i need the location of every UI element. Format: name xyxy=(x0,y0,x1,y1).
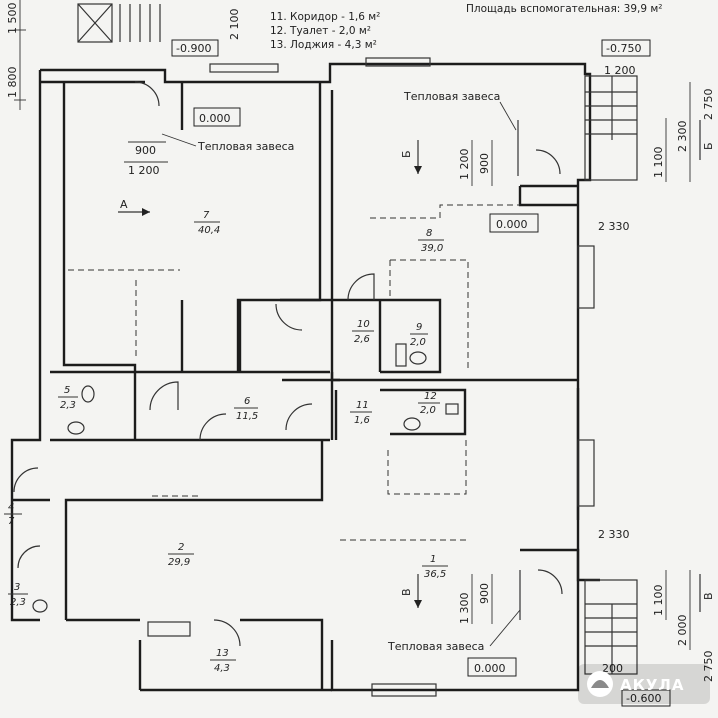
dim-2300: 2 300 xyxy=(676,121,689,153)
room-12-area: 2,0 xyxy=(420,405,436,416)
dim-900-bottom: 900 xyxy=(478,583,491,604)
level-0750: -0.750 xyxy=(606,42,641,55)
room-6-num: 6 xyxy=(244,396,250,407)
dim-1300: 1 300 xyxy=(458,593,471,625)
dim-1200-right: 1 200 xyxy=(604,64,636,77)
room-1-num: 1 xyxy=(430,554,436,565)
stair-right-bottom xyxy=(584,579,638,675)
room-4-area: 7 xyxy=(8,516,15,527)
room-labels: 7 40,4 8 39,0 10 2,6 9 2,0 6 11,5 11 1,6… xyxy=(4,210,448,674)
section-b-1: Б xyxy=(400,150,413,158)
section-v-2: В xyxy=(702,592,715,600)
dim-1500: 1 500 xyxy=(6,3,19,35)
room-8-area: 39,0 xyxy=(421,243,443,254)
dashed-zones xyxy=(68,204,520,541)
doors xyxy=(13,81,563,647)
curtain-label-top-left: Тепловая завеса xyxy=(197,140,294,153)
aux-area-text: Площадь вспомогательная: 39,9 м² xyxy=(466,3,663,15)
dim-2750-bottom: 2 750 xyxy=(702,651,715,683)
header-line-11: 11. Коридор - 1,6 м² xyxy=(270,11,380,23)
outer-walls xyxy=(10,62,600,692)
level-0900: -0.900 xyxy=(176,42,211,55)
stair-right-top xyxy=(584,75,638,181)
level-zero-a: 0.000 xyxy=(199,112,231,125)
room-13-area: 4,3 xyxy=(214,663,230,674)
room-11-num: 11 xyxy=(356,400,369,411)
watermark-text: АКУЛА xyxy=(620,676,685,694)
room-5-area: 2,3 xyxy=(60,400,76,411)
room-2-area: 29,9 xyxy=(168,557,190,568)
dim-2750-top: 2 750 xyxy=(702,89,715,121)
watermark: АКУЛА xyxy=(578,664,710,704)
dim-1100-bottom: 1 100 xyxy=(652,585,665,617)
room-13-num: 13 xyxy=(216,648,229,659)
header-line-13: 13. Лоджия - 4,3 м² xyxy=(270,39,377,51)
section-markers: А Б Б В В xyxy=(118,120,715,612)
dim-900-mid: 900 xyxy=(478,153,491,174)
dim-2100: 2 100 xyxy=(228,9,241,41)
room-3-area: 2,3 xyxy=(10,597,26,608)
curtain-label-top-right: Тепловая завеса xyxy=(403,90,500,103)
dim-2330-top: 2 330 xyxy=(598,220,630,233)
room-10-num: 10 xyxy=(357,319,370,330)
room-9-area: 2,0 xyxy=(410,337,426,348)
room-2-num: 2 xyxy=(178,542,184,553)
dim-1100-top: 1 100 xyxy=(652,147,665,179)
room-11-area: 1,6 xyxy=(354,415,370,426)
plumbing xyxy=(32,343,459,613)
room-9-num: 9 xyxy=(416,322,422,333)
level-box-0900 xyxy=(171,39,219,57)
room-1-area: 36,5 xyxy=(424,569,446,580)
room-7-num: 7 xyxy=(203,210,210,221)
section-b-2: Б xyxy=(702,142,715,150)
dim-1200-mid: 1 200 xyxy=(458,149,471,181)
room-8-num: 8 xyxy=(426,228,432,239)
level-box-zero-b xyxy=(489,213,539,233)
windows xyxy=(147,57,595,697)
section-v-1: В xyxy=(400,588,413,596)
interior-walls xyxy=(12,82,580,580)
dim-2330-bottom: 2 330 xyxy=(598,528,630,541)
curtain-label-bottom: Тепловая завеса xyxy=(387,640,484,653)
room-5-num: 5 xyxy=(64,385,70,396)
dim-1800: 1 800 xyxy=(6,67,19,99)
room-4-num: 4 xyxy=(8,502,14,513)
dim-200: 200 xyxy=(602,662,623,675)
level-box-zero-a xyxy=(193,107,241,127)
room-12-num: 12 xyxy=(424,391,437,402)
level-box-0600 xyxy=(621,689,671,707)
level-box-0750 xyxy=(601,39,651,57)
room-7-area: 40,4 xyxy=(198,225,220,236)
room-10-area: 2,6 xyxy=(354,334,370,345)
room-6-area: 11,5 xyxy=(236,411,258,422)
level-zero-c: 0.000 xyxy=(474,662,506,675)
dimension-left-top: 1 500 1 800 2 100 xyxy=(6,0,241,110)
dim-2000: 2 000 xyxy=(676,615,689,647)
stair-top-left xyxy=(77,3,161,43)
dim-1200-top: 1 200 xyxy=(128,164,160,177)
section-a: А xyxy=(120,198,128,211)
level-box-zero-c xyxy=(467,657,517,677)
dim-900-top: 900 xyxy=(135,144,156,157)
header-line-12: 12. Туалет - 2,0 м² xyxy=(270,25,371,37)
level-0600: -0.600 xyxy=(626,692,661,705)
level-zero-b: 0.000 xyxy=(496,218,528,231)
dimension-labels: 900 1 200 1 200 900 1 200 2 330 2 330 1 … xyxy=(124,64,715,682)
room-3-num: 3 xyxy=(14,582,20,593)
